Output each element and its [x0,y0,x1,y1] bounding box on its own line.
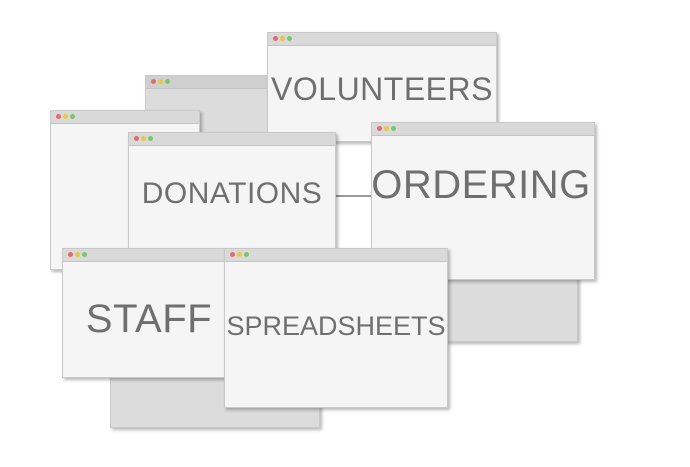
connector-line [336,195,372,197]
title-bar [129,133,335,146]
volunteers-label: VOLUNTEERS [271,71,493,107]
close-dot-icon [273,36,278,41]
title-bar [63,249,231,262]
minimize-dot-icon [158,79,163,84]
minimize-dot-icon [280,36,285,41]
spreadsheets-label: SPREADSHEETS [226,311,446,341]
minimize-dot-icon [75,252,80,257]
donations-window: DONATIONS [128,132,336,280]
background-window-right [440,270,578,342]
window-controls [273,36,292,42]
close-dot-icon [56,114,61,119]
maximize-dot-icon [287,36,292,41]
maximize-dot-icon [165,79,170,84]
close-dot-icon [377,126,382,131]
maximize-dot-icon [82,252,87,257]
minimize-dot-icon [63,114,68,119]
title-bar [372,123,594,136]
window-controls [68,252,87,258]
maximize-dot-icon [70,114,75,119]
close-dot-icon [151,79,156,84]
window-controls [134,136,153,142]
minimize-dot-icon [237,252,242,257]
window-controls [56,114,75,120]
staff-window: STAFF [62,248,232,378]
spreadsheets-window: SPREADSHEETS [224,248,448,408]
close-dot-icon [230,252,235,257]
title-bar [51,111,199,124]
title-bar [146,76,269,89]
window-controls [377,126,396,132]
maximize-dot-icon [148,136,153,141]
maximize-dot-icon [244,252,249,257]
title-bar [268,33,496,46]
window-controls [151,79,170,85]
staff-label: STAFF [85,297,213,341]
donations-label: DONATIONS [141,177,323,210]
ordering-label: ORDERING [371,163,591,207]
window-controls [230,252,249,258]
minimize-dot-icon [141,136,146,141]
title-bar [225,249,447,262]
close-dot-icon [134,136,139,141]
close-dot-icon [68,252,73,257]
maximize-dot-icon [391,126,396,131]
minimize-dot-icon [384,126,389,131]
